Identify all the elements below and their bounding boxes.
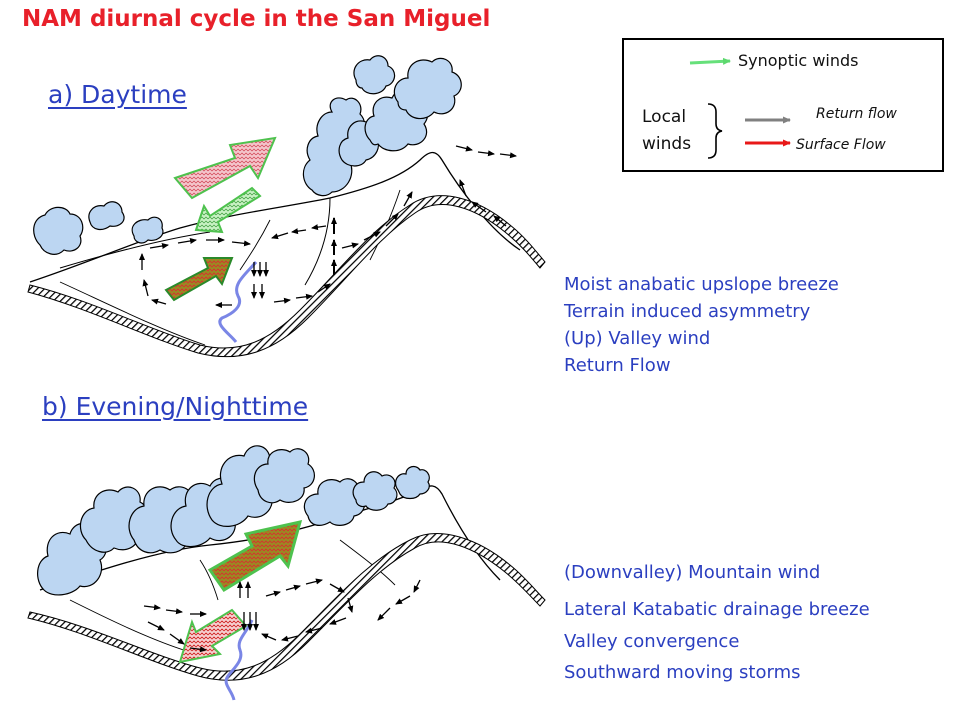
desc-a-3: (Up) Valley wind	[564, 328, 711, 349]
legend: Synoptic winds Local winds Return flow S…	[622, 38, 944, 172]
desc-b-1: (Downvalley) Mountain wind	[564, 562, 821, 583]
desc-a-2: Terrain induced asymmetry	[564, 301, 811, 322]
return-flow-big-arrow-a	[194, 186, 262, 234]
panel-a-title: a) Daytime	[48, 80, 187, 109]
desc-b-4: Southward moving storms	[564, 662, 801, 683]
surface-flow-big-arrow-b	[178, 608, 248, 664]
desc-b-2: Lateral Katabatic drainage breeze	[564, 599, 870, 620]
legend-arrows	[689, 57, 791, 159]
flow-arrows-b	[143, 578, 421, 653]
legend-synoptic-label: Synoptic winds	[738, 51, 859, 70]
synoptic-arrow-icon	[689, 57, 731, 65]
legend-local-label-1: Local	[642, 107, 687, 127]
brace-icon	[707, 103, 723, 159]
panel-b-title: b) Evening/Nighttime	[42, 392, 309, 421]
main-title: NAM diurnal cycle in the San Miguel	[22, 6, 491, 32]
terrain-ground-b	[27, 533, 546, 681]
river-a	[218, 261, 258, 343]
desc-b-3: Valley convergence	[564, 631, 740, 652]
panel-a-diagram	[27, 55, 546, 358]
clouds-a	[33, 55, 462, 255]
clouds-b	[37, 445, 430, 596]
terrain-ground-a	[27, 195, 546, 358]
legend-local-label-2: winds	[642, 134, 692, 154]
flow-arrows-a	[139, 145, 517, 308]
legend-return-label: Return flow	[816, 106, 897, 122]
synoptic-big-arrow-b	[207, 519, 303, 593]
river-b	[224, 619, 254, 701]
panel-b-diagram	[27, 445, 546, 701]
desc-a-4: Return Flow	[564, 355, 671, 376]
surface-flow-big-arrow-a	[164, 257, 234, 302]
desc-a-1: Moist anabatic upslope breeze	[564, 274, 839, 295]
synoptic-big-arrow-a	[173, 136, 277, 200]
legend-surface-label: Surface Flow	[796, 137, 886, 153]
